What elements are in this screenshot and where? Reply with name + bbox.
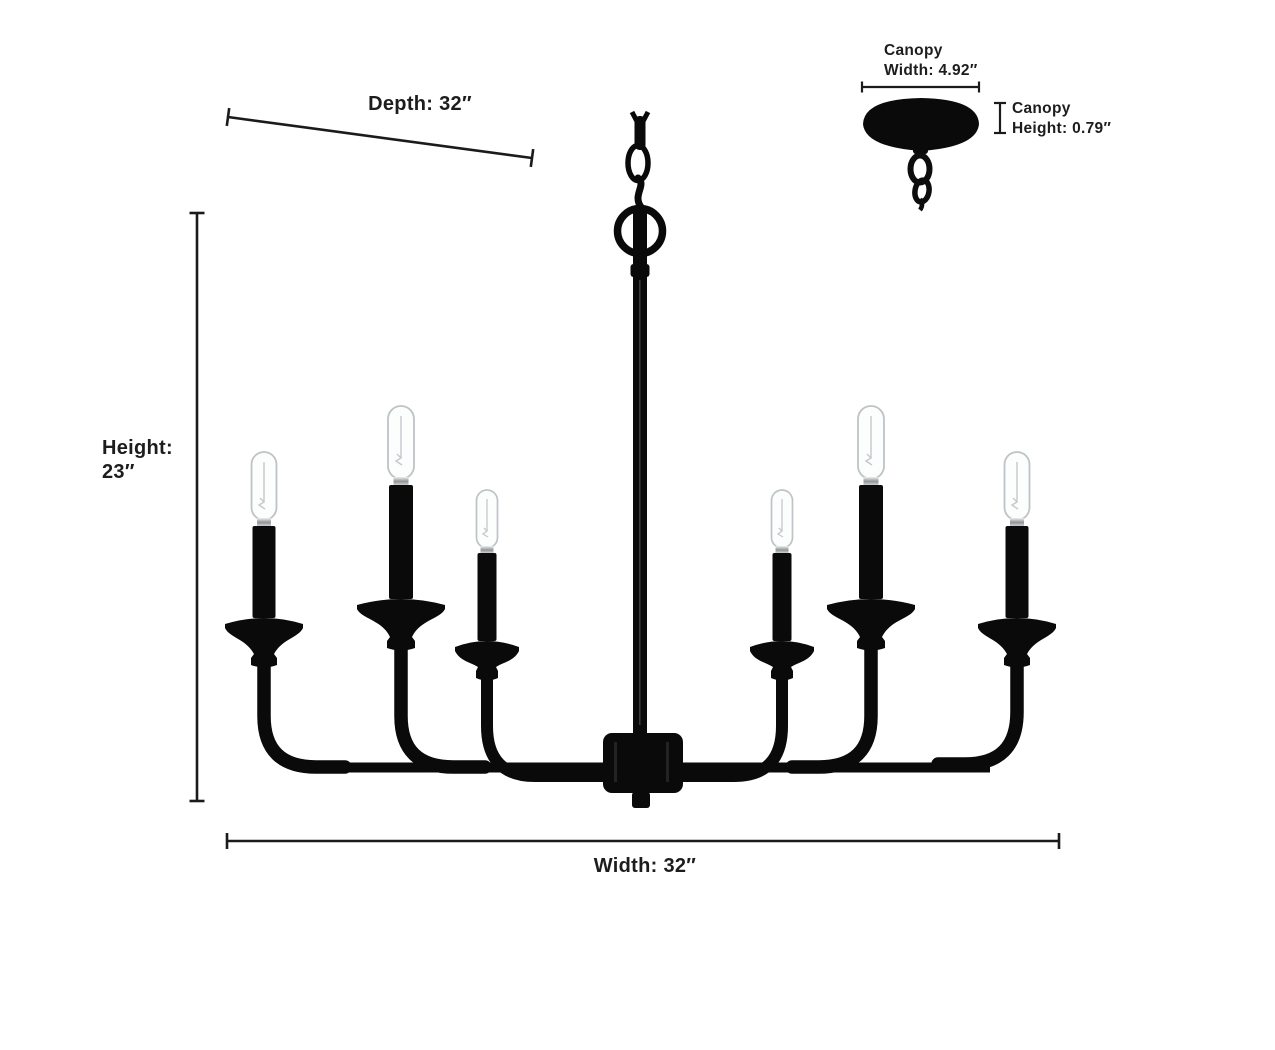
candle-light: [455, 489, 519, 681]
canopy-height-dimension-line: [994, 101, 1006, 135]
candle-light: [827, 405, 915, 651]
bulb-socket: [393, 477, 409, 487]
candle-light: [978, 451, 1056, 668]
candle-light: [750, 489, 814, 681]
bobeche: [827, 599, 915, 651]
bobeche: [750, 641, 814, 681]
canopy-width-label: Canopy Width: 4.92″: [884, 41, 978, 80]
width-dimension-line: [225, 833, 1061, 849]
bulb-filament: [257, 462, 266, 510]
canopy-chain-icon: [907, 152, 933, 212]
bobeche: [225, 618, 303, 668]
bobeche: [455, 641, 519, 681]
height-label-line1: Height:: [102, 437, 173, 459]
arm: [394, 637, 492, 774]
canopy-height-label-line1: Canopy: [1012, 100, 1071, 117]
candle-sleeve: [1005, 526, 1029, 618]
bulb-filament: [864, 416, 873, 466]
canopy-height-label-line2: Height: 0.79″: [1012, 119, 1112, 137]
height-dimension-line: [189, 211, 205, 803]
canopy-width-label-line1: Canopy: [884, 42, 943, 59]
rod-coupler: [630, 264, 650, 277]
candle-light: [225, 451, 303, 668]
arm: [257, 651, 352, 774]
bulb-filament: [776, 499, 784, 538]
canopy-height-label: Canopy Height: 0.79″: [1012, 99, 1111, 138]
arm: [785, 637, 878, 774]
canopy-chain-connector: [913, 142, 928, 154]
canopy-dome: [863, 98, 979, 151]
bulb-socket: [863, 477, 879, 487]
bulb-socket: [1010, 518, 1024, 528]
canopy-width-label-line2: Width: 4.92″: [884, 61, 978, 79]
depth-dimension-line: [225, 107, 535, 168]
candle-sleeve: [389, 485, 413, 599]
bulb-socket: [257, 518, 271, 528]
arm: [931, 651, 1024, 771]
arms: [257, 637, 1024, 782]
center-hub: [603, 733, 683, 808]
canopy-inset: [863, 98, 979, 212]
bulb-filament: [394, 416, 403, 466]
bulb-socket: [480, 546, 494, 555]
chandelier: [225, 110, 1056, 808]
candle-sleeve: [477, 553, 497, 641]
ceiling-chain-icon: [625, 110, 651, 211]
arm: [481, 666, 624, 782]
height-label-line2: 23″: [102, 461, 135, 483]
bobeche: [357, 599, 445, 651]
bobeche: [978, 618, 1056, 668]
bulb-socket: [775, 546, 789, 555]
width-label: Width: 32″: [593, 855, 697, 877]
bulb-filament: [481, 499, 489, 538]
candle-sleeve: [252, 526, 276, 618]
candle-light: [357, 405, 445, 651]
candle-sleeve: [772, 553, 792, 641]
bulb-filament: [1010, 462, 1019, 510]
height-label: Height: 23″: [102, 436, 173, 484]
canopy-width-dimension-line: [860, 81, 981, 93]
arm: [656, 666, 788, 782]
candle-sleeve: [859, 485, 883, 599]
depth-label: Depth: 32″: [368, 93, 472, 115]
dimension-lines: [189, 81, 1061, 849]
rod-highlight: [639, 280, 641, 725]
